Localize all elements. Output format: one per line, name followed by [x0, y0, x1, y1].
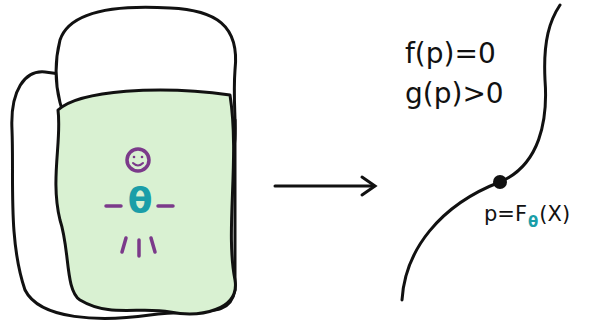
- constraint-curve: [402, 5, 560, 300]
- equation: f(p)=0: [405, 40, 496, 68]
- stick-figure: [106, 149, 173, 256]
- green-region: [56, 90, 236, 314]
- theta-body: θ: [128, 183, 153, 219]
- point-formula: p=Fθ(X): [484, 204, 570, 225]
- inequality: g(p)>0: [405, 80, 504, 108]
- formula-text: p=F: [484, 204, 527, 225]
- map-arrow: [275, 177, 375, 195]
- back-region: [12, 72, 235, 318]
- theta-subscript: θ: [528, 215, 538, 230]
- formula-text: (X): [539, 204, 570, 225]
- point-dot: [493, 175, 507, 189]
